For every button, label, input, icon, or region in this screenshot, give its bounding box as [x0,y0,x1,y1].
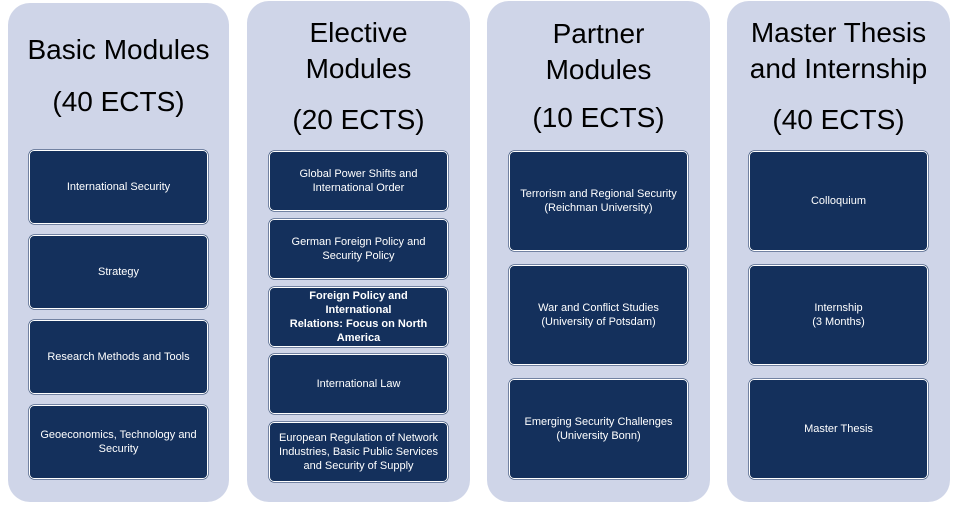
column-title: Partner Modules [545,18,652,85]
module-box: Global Power Shifts and International Or… [269,151,448,211]
module-box: Colloquium [749,151,928,251]
column-basic-modules: Basic Modules (40 ECTS) International Se… [8,3,229,502]
module-box: International Security [29,150,208,224]
column-title: Elective Modules [305,17,412,84]
module-box: Strategy [29,235,208,309]
column-title: Master Thesis and Internship [749,17,928,84]
module-box: Research Methods and Tools [29,320,208,394]
module-box: Geoeconomics, Technology and Security [29,405,208,479]
module-box: War and Conflict Studies (University of … [509,265,688,365]
column-ects: (40 ECTS) [52,86,185,117]
column-ects: (40 ECTS) [772,104,905,135]
column-title: Basic Modules [27,34,210,65]
module-box: Master Thesis [749,379,928,479]
module-box: International Law [269,354,448,414]
column-master-thesis-internship: Master Thesis and Internship (40 ECTS) C… [727,1,950,502]
module-box: Emerging Security Challenges (University… [509,379,688,479]
module-box: Foreign Policy and International Relatio… [269,287,448,347]
module-box: Internship (3 Months) [749,265,928,365]
column-partner-modules: Partner Modules (10 ECTS) Terrorism and … [487,1,710,502]
module-box: German Foreign Policy and Security Polic… [269,219,448,279]
column-ects: (10 ECTS) [532,102,665,133]
column-elective-modules: Elective Modules (20 ECTS) Global Power … [247,1,470,502]
module-box: European Regulation of Network Industrie… [269,422,448,482]
module-box: Terrorism and Regional Security (Reichma… [509,151,688,251]
column-ects: (20 ECTS) [292,104,425,135]
